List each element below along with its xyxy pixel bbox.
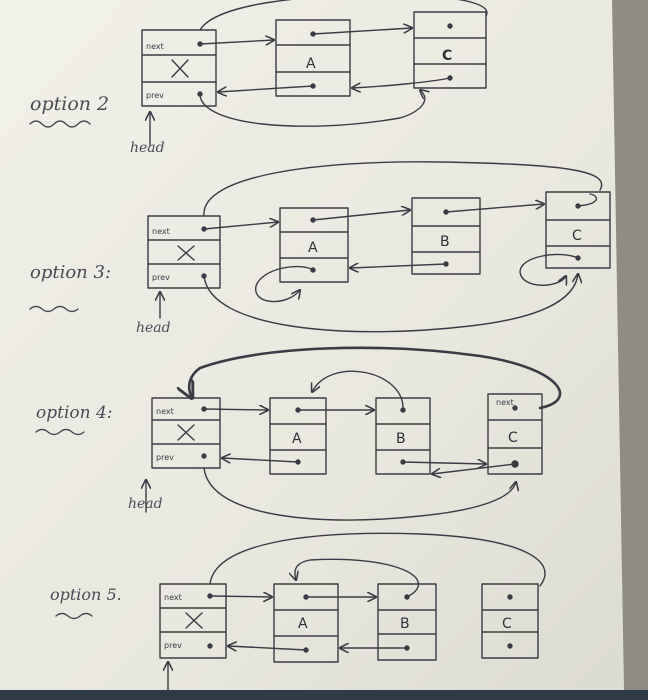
paper-sheet	[0, 0, 624, 690]
option-label: option 2	[30, 93, 109, 115]
node	[377, 583, 437, 661]
head-label: head	[136, 320, 171, 336]
prev-field-label: prev	[164, 641, 182, 650]
sentinel-node	[159, 583, 227, 659]
prev-field-label: prev	[152, 273, 170, 282]
option-5-diagram	[55, 532, 546, 691]
next-field-label: next	[496, 398, 514, 407]
node-letter: A	[298, 616, 308, 632]
node	[545, 191, 611, 269]
bottom-bar	[0, 690, 648, 700]
node-letter: C	[442, 48, 452, 64]
node	[411, 197, 481, 275]
node	[375, 397, 431, 475]
node	[413, 11, 487, 89]
sentinel-node	[141, 29, 217, 107]
option-label: option 4:	[36, 403, 113, 423]
head-label: head	[130, 140, 165, 156]
node-letter: C	[572, 228, 582, 244]
node-letter: B	[396, 431, 406, 447]
node	[275, 19, 351, 97]
option-3-diagram	[29, 161, 611, 333]
next-field-label: next	[146, 42, 164, 51]
node	[487, 393, 543, 475]
node-letter: C	[508, 430, 518, 446]
node-letter: A	[306, 56, 316, 72]
head-label: head	[128, 496, 163, 512]
option-label: option 3:	[30, 262, 111, 283]
node-letter: A	[308, 240, 318, 256]
node	[269, 397, 327, 475]
next-field-label: next	[152, 227, 170, 236]
option-4-diagram	[35, 346, 562, 521]
option-2-diagram	[29, 0, 488, 146]
option-label: option 5.	[50, 585, 122, 604]
node-letter: A	[292, 431, 302, 447]
node	[279, 207, 349, 283]
sentinel-node	[147, 215, 221, 289]
next-field-label: next	[164, 593, 182, 602]
prev-field-label: prev	[146, 91, 164, 100]
node	[481, 583, 539, 659]
next-field-label: next	[156, 407, 174, 416]
prev-field-label: prev	[156, 453, 174, 462]
node	[273, 583, 339, 663]
node-letter: B	[440, 234, 450, 250]
node-letter: C	[502, 616, 512, 632]
node-letter: B	[400, 616, 410, 632]
